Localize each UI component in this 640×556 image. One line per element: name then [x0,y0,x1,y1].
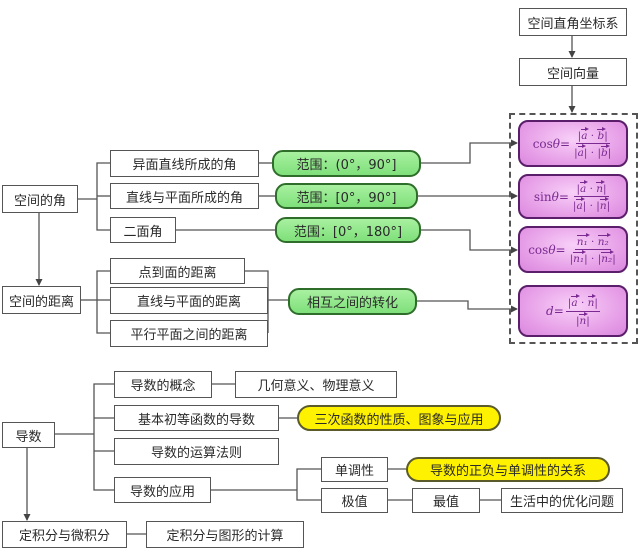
formula-dihedral-angle: cosθ= n₁ · n₂ |n₁| · |n₂| [518,226,628,273]
range-line-plane-pill: 范围：[0°，90°] [275,183,418,209]
formula-fraction: |a · b| |a| · |b| [574,126,612,159]
max-min-node: 最值 [412,488,480,513]
cubic-function-pill: 三次函数的性质、图象与应用 [297,405,501,431]
arrow-range1-to-formula1 [421,139,518,164]
derivative-node: 导数 [2,422,55,448]
skew-lines-angle-node: 异面直线所成的角 [110,150,259,177]
space-angle-node: 空间的角 [2,185,78,213]
arrow-range3-to-formula3 [421,229,518,254]
basic-function-derivative-node: 基本初等函数的导数 [114,405,279,431]
formula-fraction: n₁ · n₂ |n₁| · |n₂| [569,232,616,265]
space-vector-node: 空间向量 [519,58,627,86]
integral-area-node: 定积分与图形的计算 [146,521,304,548]
mutual-conversion-pill: 相互之间的转化 [288,288,417,315]
dihedral-angle-node: 二面角 [110,217,176,243]
coordinate-system-node: 空间直角坐标系 [519,8,627,36]
formula-point-plane-distance: d= |a · n| |n| [518,285,628,337]
derivative-rules-node: 导数的运算法则 [114,438,279,465]
line-plane-angle-node: 直线与平面所成的角 [110,183,259,209]
formula-group-container [509,113,638,344]
formula-fraction: |a · n| |a| · |n| [572,179,611,212]
line-plane-distance-node: 直线与平面的距离 [110,287,268,314]
space-distance-node: 空间的距离 [2,286,81,314]
point-plane-distance-node: 点到面的距离 [110,258,245,284]
formula-line-plane-angle: sinθ= |a · n| |a| · |n| [518,174,628,219]
parallel-planes-distance-node: 平行平面之间的距离 [110,320,268,347]
optimization-node: 生活中的优化问题 [501,488,623,513]
arrow-conversion-to-formula4 [417,300,518,313]
concept-meaning-node: 几何意义、物理意义 [235,371,397,398]
derivative-concept-node: 导数的概念 [114,371,212,398]
extremum-node: 极值 [321,488,388,513]
formula-lhs: cosθ= [528,242,566,257]
formula-skew-lines-angle: cosθ= |a · b| |a| · |b| [518,120,628,167]
monotonicity-node: 单调性 [321,457,388,482]
integral-node: 定积分与微积分 [2,521,127,548]
formula-fraction: |a · n| |n| [565,294,600,327]
range-dihedral-pill: 范围：[0°，180°] [275,217,421,243]
derivative-application-node: 导数的应用 [114,477,211,503]
formula-lhs: sinθ= [533,189,569,204]
monotonicity-relation-pill: 导数的正负与单调性的关系 [406,457,610,482]
range-skew-lines-pill: 范围：(0°，90°] [272,150,421,177]
formula-lhs: d= [546,304,564,318]
formula-lhs: cosθ= [532,136,571,151]
